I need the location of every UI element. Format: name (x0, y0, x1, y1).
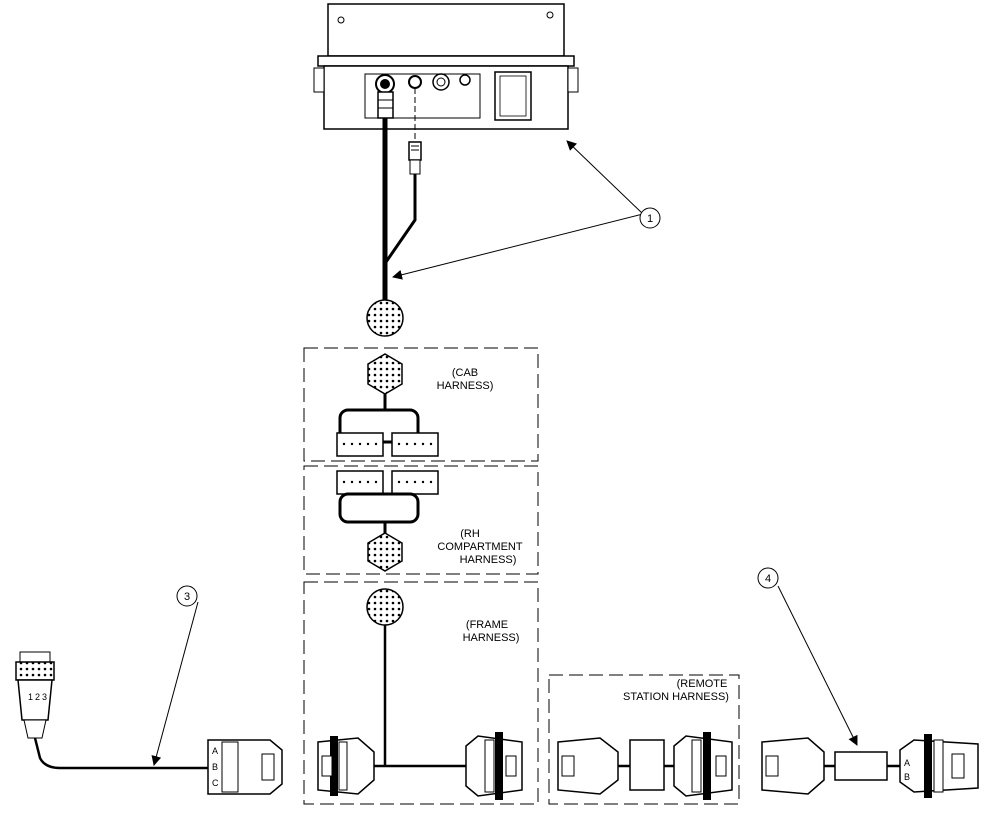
remote-connector-right (673, 732, 733, 800)
frame-connector-left (317, 736, 375, 796)
remote-station-label-1: (REMOTE (677, 678, 728, 690)
item-4-connector-left (761, 737, 825, 795)
callout-4-label: 4 (765, 573, 771, 585)
ab-pin-a: A (904, 758, 910, 768)
abc-pin-a: A (212, 746, 218, 756)
item-3-harness: 1 2 3 A B C 3 (15, 585, 283, 795)
abc-pin-b: B (212, 762, 218, 772)
abc-pin-c: C (212, 778, 219, 788)
remote-station-label-2: STATION HARNESS) (623, 691, 729, 703)
frame-harness-label-1: (FRAME (466, 619, 508, 631)
rh-compartment-label-1: (RH (460, 528, 480, 540)
item-4-module (834, 751, 888, 781)
ab-pin-b: B (904, 772, 910, 782)
frame-harness-label-2: HARNESS) (463, 632, 520, 644)
remote-connector-left (557, 737, 619, 795)
remote-station-harness: (REMOTE STATION HARNESS) (548, 674, 740, 805)
callout-1-label: 1 (647, 213, 653, 225)
round-plug-pin-1: 1 (28, 692, 33, 702)
ab-connector: A B (899, 734, 979, 798)
remote-module (629, 739, 665, 791)
rh-compartment-harness: (RH COMPARTMENT HARNESS) (303, 465, 539, 575)
cab-harness-label-1: (CAB (452, 367, 478, 379)
cab-harness-label-2: HARNESS) (437, 380, 494, 392)
callout-1: 1 (392, 140, 661, 280)
rh-compartment-label-2: COMPARTMENT (437, 541, 522, 553)
rh-compartment-label-3: HARNESS) (460, 554, 517, 566)
callout-3-label: 3 (184, 591, 190, 603)
frame-connector-right (465, 732, 523, 800)
round-plug-pin-2: 2 (35, 692, 40, 702)
control-module (313, 3, 579, 130)
cab-harness: (CAB HARNESS) (303, 347, 539, 462)
item-4-harness: A B 4 (757, 567, 979, 798)
round-plug-pin-3: 3 (42, 692, 47, 702)
abc-connector: A B C (207, 739, 283, 795)
frame-harness: (FRAME HARNESS) (303, 581, 539, 805)
module-cable (366, 88, 422, 337)
